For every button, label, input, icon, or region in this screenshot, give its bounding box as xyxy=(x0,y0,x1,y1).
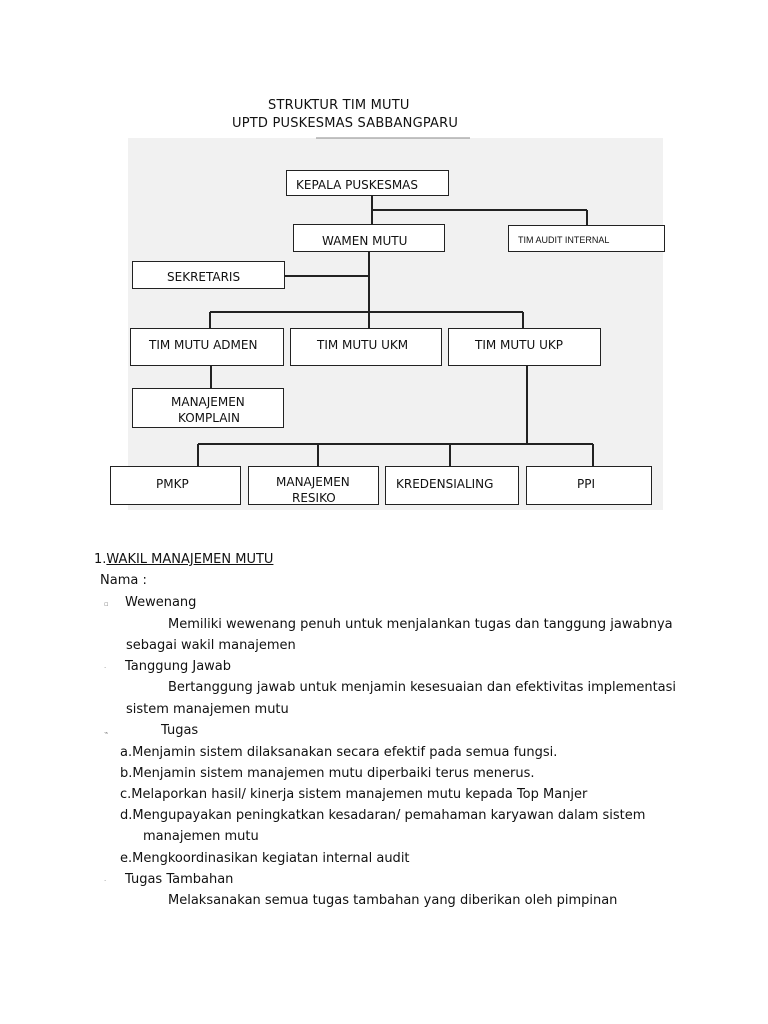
label-tim-mutu-ukp: TIM MUTU UKP xyxy=(475,338,563,352)
label-tim-mutu-ukm: TIM MUTU UKM xyxy=(317,338,409,352)
tanggung-jawab-line-1: Bertanggung jawab untuk menjamin kesesua… xyxy=(168,680,677,695)
box-tim-mutu-ukp: TIM MUTU UKP xyxy=(448,328,601,366)
label-tim-audit-internal: TIM AUDIT INTERNAL xyxy=(518,235,610,245)
box-tim-mutu-admen: TIM MUTU ADMEN xyxy=(130,328,284,366)
tugas-item-d: d.Mengupayakan peningkatkan kesadaran/ p… xyxy=(120,808,646,823)
label-manajemen-resiko-2: RESIKO xyxy=(292,491,336,505)
box-sekretaris: SEKRETARIS xyxy=(132,261,285,289)
bullet-marker-tugas-tambahan: · xyxy=(104,877,107,885)
label-manajemen-resiko-1: MANAJEMEN xyxy=(276,475,350,489)
label-sekretaris: SEKRETARIS xyxy=(167,270,241,284)
tugas-title: Tugas xyxy=(161,723,199,738)
label-manajemen-komplain-2: KOMPLAIN xyxy=(178,411,240,425)
tugas-tambahan-line-1: Melaksanakan semua tugas tambahan yang d… xyxy=(168,893,618,908)
box-ppi: PPI xyxy=(526,466,652,505)
chart-title-line2: UPTD PUSKESMAS SABBANGPARU xyxy=(232,116,459,131)
chart-title-line1: STRUKTUR TIM MUTU xyxy=(268,98,410,113)
tugas-item-b: b.Menjamin sistem manajemen mutu diperba… xyxy=(120,766,535,781)
tugas-item-a: a.Menjamin sistem dilaksanakan secara ef… xyxy=(120,745,558,760)
box-wamen-mutu: WAMEN MUTU xyxy=(293,224,445,252)
label-kredensialing: KREDENSIALING xyxy=(396,477,494,491)
section-number: 1. xyxy=(94,552,107,567)
wewenang-line-1: Memiliki wewenang penuh untuk menjalanka… xyxy=(168,617,673,632)
chart-background xyxy=(128,138,663,510)
bullet-marker-tugas: ⌁ xyxy=(104,729,109,737)
nama-label: Nama : xyxy=(100,573,147,588)
label-tim-mutu-admen: TIM MUTU ADMEN xyxy=(149,338,258,352)
box-manajemen-komplain: MANAJEMEN KOMPLAIN xyxy=(132,388,284,428)
tanggung-jawab-line-2: sistem manajemen mutu xyxy=(126,702,289,717)
wewenang-title: Wewenang xyxy=(125,595,197,610)
tanggung-jawab-title: Tanggung Jawab xyxy=(125,659,232,674)
wewenang-line-2: sebagai wakil manajemen xyxy=(126,638,296,653)
tugas-tambahan-title: Tugas Tambahan xyxy=(125,872,234,887)
bullet-marker-tanggung-jawab: · xyxy=(104,664,107,672)
section-heading-text: WAKIL MANAJEMEN MUTU xyxy=(106,552,274,567)
tugas-item-c: c.Melaporkan hasil/ kinerja sistem manaj… xyxy=(120,787,588,802)
label-manajemen-komplain-1: MANAJEMEN xyxy=(171,395,245,409)
box-kredensialing: KREDENSIALING xyxy=(385,466,519,505)
label-pmkp: PMKP xyxy=(156,477,189,491)
label-wamen-mutu: WAMEN MUTU xyxy=(322,234,408,248)
box-manajemen-resiko: MANAJEMEN RESIKO xyxy=(248,466,379,505)
tugas-item-d-continued: manajemen mutu xyxy=(143,829,259,844)
box-tim-audit-internal: TIM AUDIT INTERNAL xyxy=(508,225,665,252)
section-heading: 1.WAKIL MANAJEMEN MUTU xyxy=(94,552,273,567)
tugas-item-e: e.Mengkoordinasikan kegiatan internal au… xyxy=(120,851,410,866)
bullet-marker-wewenang: ▫ xyxy=(104,600,109,608)
box-tim-mutu-ukm: TIM MUTU UKM xyxy=(290,328,442,366)
label-kepala-puskesmas: KEPALA PUSKESMAS xyxy=(296,178,418,192)
box-pmkp: PMKP xyxy=(110,466,241,505)
box-kepala-puskesmas: KEPALA PUSKESMAS xyxy=(286,170,449,196)
label-ppi: PPI xyxy=(577,477,596,491)
